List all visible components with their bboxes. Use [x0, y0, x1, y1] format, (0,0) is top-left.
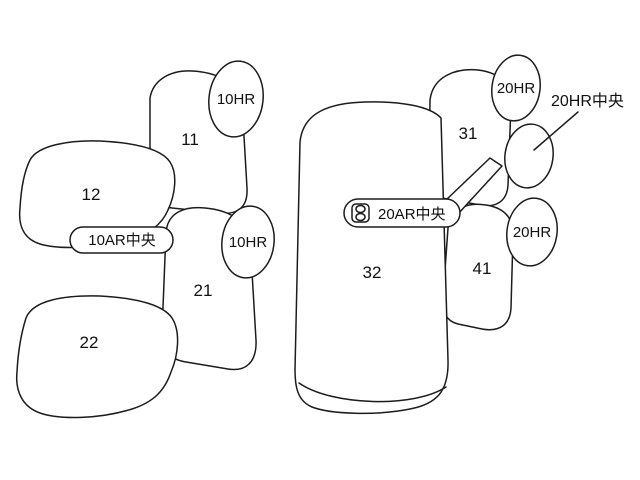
armrest-10ar-box: [69, 226, 174, 254]
headrest-20hr-top-shape: [491, 54, 541, 122]
cup-holder-hole-top-icon: [355, 204, 366, 214]
cup-holder-hole-bottom-icon: [355, 212, 366, 222]
headrest-20hr-center-callout-label: 20HR中央: [551, 92, 624, 110]
seatback-21-label: 21: [194, 281, 213, 300]
headrest-10hr-rear-shape: [221, 205, 275, 279]
armrest-10ar-label: 10AR中央: [88, 232, 156, 249]
seatback-32-shape: [294, 101, 449, 415]
seatback-11-label: 11: [181, 130, 199, 149]
cushion-22-label: 22: [80, 333, 99, 352]
headrest-10hr-front-shape: [208, 60, 264, 138]
seatback-31-label: 31: [459, 124, 478, 143]
armrest-20ar-label: 20AR中央: [378, 206, 446, 223]
headrest-20hr-bottom-label: 20HR: [513, 224, 552, 241]
seatback-32-label: 32: [363, 263, 382, 282]
cushion-22-shape: [15, 295, 179, 419]
headrest-10hr-front-label: 10HR: [217, 91, 256, 108]
headrest-20hr-center-shape: [504, 123, 554, 189]
headrest-10hr-rear-label: 10HR: [229, 234, 268, 251]
callout-leader-line: [533, 111, 579, 151]
seatback-41-shape: [442, 203, 514, 331]
headrest-20hr-top-label: 20HR: [497, 80, 536, 97]
armrest-20ar-box: [343, 198, 461, 228]
headrest-20hr-bottom-shape: [506, 197, 558, 267]
seatback-41-label: 41: [473, 259, 492, 278]
cushion-12-label: 12: [82, 185, 101, 204]
seatback-32-seam: [298, 382, 447, 403]
